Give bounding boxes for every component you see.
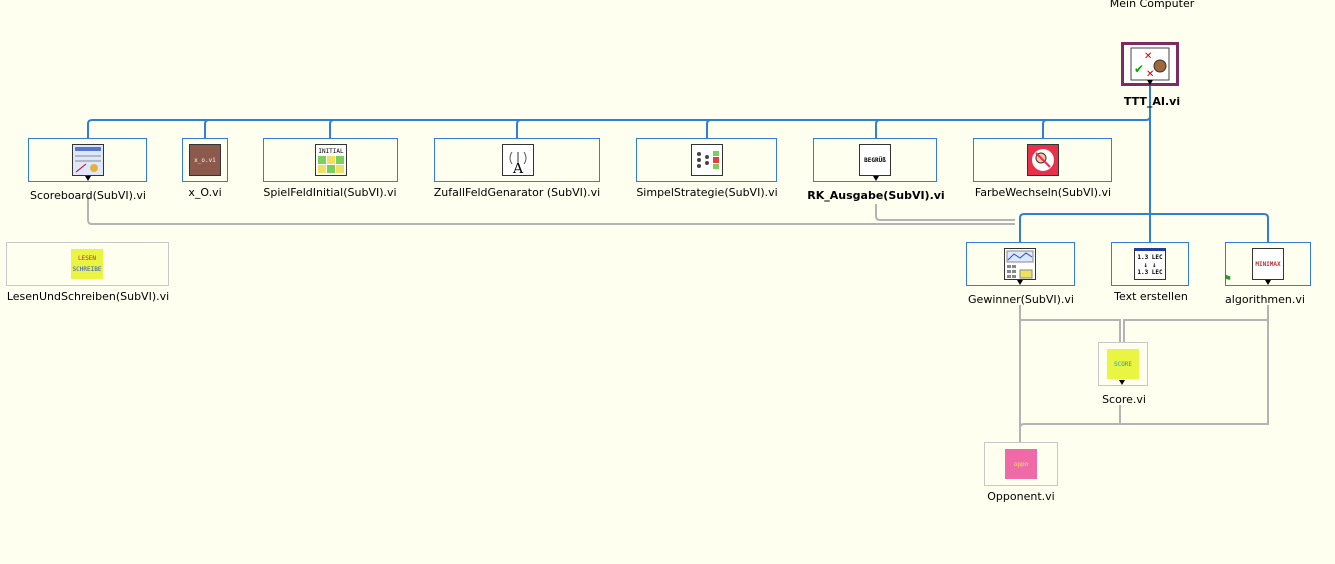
- gewinner-arrow-icon: [1017, 280, 1023, 285]
- label-farbewechseln[interactable]: FarbeWechseln(SubVI).vi: [974, 186, 1112, 199]
- node-rk-ausgabe[interactable]: BEGRÜß: [813, 138, 937, 182]
- label-zufallfeldgenarator[interactable]: ZufallFeldGenarator (SubVI).vi: [433, 186, 601, 199]
- label-text-erstellen[interactable]: Text erstellen: [1114, 290, 1188, 303]
- node-score[interactable]: SCORE: [1098, 342, 1148, 386]
- node-x-o[interactable]: x_o.vi: [182, 138, 228, 182]
- minimax-icon: MINIMAX: [1252, 248, 1284, 280]
- root-label[interactable]: TTT_AI.vi: [1123, 95, 1181, 108]
- strategy-icon: [691, 144, 723, 176]
- initial-grid-icon: INITIAL: [315, 144, 347, 176]
- label-rk-ausgabe[interactable]: RK_Ausgabe(SubVI).vi: [807, 189, 945, 202]
- color-change-icon: [1027, 144, 1059, 176]
- initial-icon-text: INITIAL: [318, 148, 344, 155]
- text-create-icon-text-1: 1.3 LEC: [1137, 254, 1163, 261]
- node-scoreboard[interactable]: [28, 138, 147, 182]
- label-scoreboard[interactable]: Scoreboard(SubVI).vi: [30, 189, 146, 202]
- svg-text:✕: ✕: [1144, 51, 1152, 62]
- label-spielfeldinitial[interactable]: SpielFeldInitial(SubVI).vi: [263, 186, 397, 199]
- lesen-icon-text: LESEN: [77, 255, 97, 262]
- begruessung-icon: BEGRÜß: [859, 144, 891, 176]
- score-icon: SCORE: [1107, 349, 1139, 379]
- algorithmen-arrow-icon: [1265, 280, 1271, 285]
- label-lesenundschreiben[interactable]: LesenUndSchreiben(SubVI).vi: [6, 290, 170, 303]
- antenna-icon: A: [502, 144, 534, 176]
- xo-icon: x_o.vi: [189, 144, 221, 176]
- text-create-down-arrows: ↓ ↓: [1143, 261, 1157, 269]
- antenna-icon-text: A: [512, 161, 524, 176]
- label-score[interactable]: Score.vi: [1102, 393, 1146, 406]
- schreiben-icon-text: SCHREIBE: [72, 266, 102, 273]
- label-x-o[interactable]: x_O.vi: [188, 186, 222, 199]
- winner-chart-icon: [1004, 248, 1036, 280]
- text-create-icon: 1.3 LEC ↓ ↓ 1.3 LEC: [1134, 248, 1166, 280]
- svg-text:✔: ✔: [1134, 62, 1144, 76]
- label-simpelstrategie[interactable]: SimpelStrategie(SubVI).vi: [636, 186, 778, 199]
- label-algorithmen[interactable]: algorithmen.vi: [1225, 293, 1305, 306]
- rk-ausgabe-arrow-icon: [873, 176, 879, 181]
- node-opponent[interactable]: oppo: [984, 442, 1058, 486]
- node-algorithmen[interactable]: MINIMAX ⚑: [1223, 242, 1311, 286]
- node-simpelstrategie[interactable]: [636, 138, 777, 182]
- node-text-erstellen[interactable]: 1.3 LEC ↓ ↓ 1.3 LEC: [1111, 242, 1189, 286]
- label-gewinner[interactable]: Gewinner(SubVI).vi: [968, 293, 1074, 306]
- node-zufallfeldgenarator[interactable]: A: [434, 138, 600, 182]
- svg-text:✕: ✕: [1146, 69, 1154, 80]
- opponent-icon: oppo: [1005, 449, 1037, 479]
- flag-icon: ⚑: [1223, 274, 1232, 285]
- node-farbewechseln[interactable]: [973, 138, 1112, 182]
- top-label-mein-computer: Mein Computer: [1109, 0, 1195, 10]
- root-arrow-icon: [1147, 80, 1153, 85]
- node-gewinner[interactable]: [966, 242, 1075, 286]
- label-opponent[interactable]: Opponent.vi: [987, 490, 1055, 503]
- lesen-schreiben-icon: LESEN SCHREIBE: [71, 249, 103, 279]
- scoreboard-arrow-icon: [85, 176, 91, 181]
- score-arrow-icon: [1119, 380, 1125, 385]
- text-create-icon-text-2: 1.3 LEC: [1137, 269, 1163, 276]
- node-spielfeldinitial[interactable]: INITIAL: [263, 138, 398, 182]
- scoreboard-icon: [72, 144, 104, 176]
- node-lesenundschreiben[interactable]: LESEN SCHREIBE: [6, 242, 169, 286]
- tictactoe-icon: ✕ ✔ ✕: [1130, 47, 1170, 81]
